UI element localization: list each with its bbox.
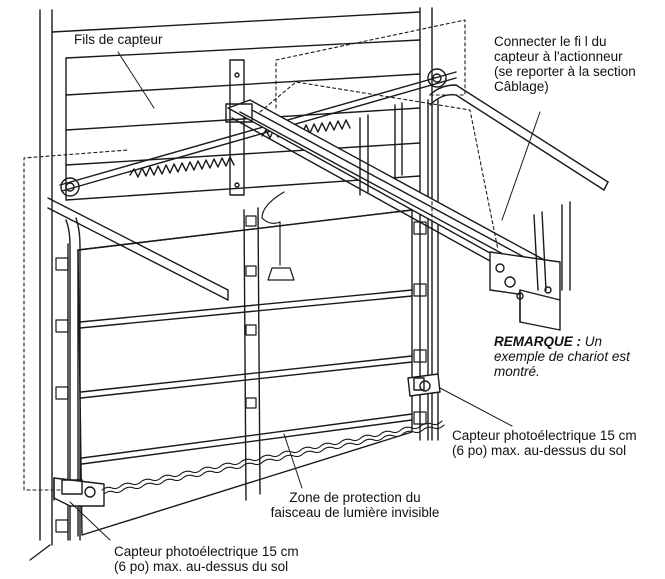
note-block: REMARQUE : Un exemple de chariot est mon…	[494, 334, 630, 379]
note-text-line-1: Un	[584, 334, 603, 349]
release-cord	[261, 191, 295, 281]
note-text-line-2: exemple de chariot est	[494, 349, 630, 364]
label-protection-zone-line-1: Zone de protection du	[289, 490, 421, 505]
left-track	[47, 197, 229, 541]
label-sensor-wires: Fils de capteur	[74, 32, 163, 47]
opener-rail	[225, 99, 549, 283]
sensor-wires	[23, 19, 499, 491]
label-connect-wire: Connecter le fi l du capteur à l'actionn…	[494, 34, 636, 94]
light-beam	[101, 420, 445, 495]
label-sensor-right: Capteur photoélectrique 15 cm (6 po) max…	[452, 428, 637, 458]
door-frame	[29, 7, 433, 561]
leader-lines	[69, 51, 541, 541]
label-connect-wire-line-1: Connecter le fi l du	[494, 34, 607, 49]
note-text-line-3: montré.	[494, 364, 540, 379]
door-hinges	[55, 215, 427, 533]
label-sensor-bottom-line-2: (6 po) max. au-dessus du sol	[114, 559, 289, 574]
label-sensor-right-line-2: (6 po) max. au-dessus du sol	[452, 443, 627, 458]
note-heading: REMARQUE :	[494, 334, 581, 349]
label-connect-wire-line-3: (se reporter à la section	[494, 64, 636, 79]
label-sensor-bottom: Capteur photoélectrique 15 cm (6 po) max…	[114, 544, 299, 574]
label-connect-wire-line-4: Câblage)	[494, 79, 549, 94]
torsion-spring-assembly	[59, 59, 457, 197]
sensor-left	[53, 477, 105, 507]
label-sensor-bottom-line-1: Capteur photoélectrique 15 cm	[114, 544, 299, 559]
sensor-right	[407, 373, 441, 397]
note-line-1: REMARQUE : Un	[494, 334, 630, 349]
label-connect-wire-line-2: capteur à l'actionneur	[494, 49, 623, 64]
opener-head	[489, 201, 571, 331]
label-protection-zone-line-2: faisceau de lumière invisible	[270, 505, 440, 520]
label-sensor-right-line-1: Capteur photoélectrique 15 cm	[452, 428, 637, 443]
label-protection-zone: Zone de protection du faisceau de lumièr…	[250, 490, 460, 520]
